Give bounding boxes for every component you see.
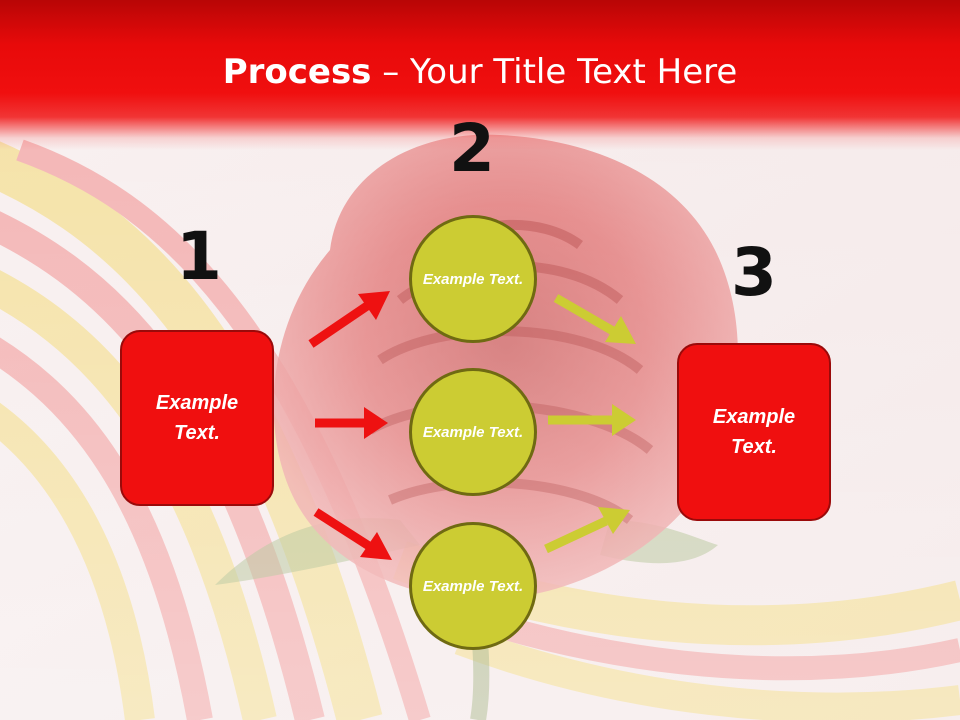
middle-circle-top-text: Example Text. [422,270,524,288]
output-box-text: Example Text. [712,406,796,458]
middle-circle-center-text: Example Text. [422,423,524,441]
red-arrow-down [313,508,392,560]
step-number-1: 1 [176,218,222,295]
input-box: Example Text. [120,330,274,506]
yellow-arrow-up [544,507,630,554]
middle-circle-center: Example Text. [409,368,537,496]
middle-circle-top: Example Text. [409,215,537,343]
title-rest: – Your Title Text Here [371,52,738,92]
step-number-3: 3 [731,234,777,311]
red-arrow-up [308,291,390,348]
slide-title: Process – Your Title Text Here [0,52,960,92]
input-box-text: Example Text. [155,392,239,444]
yellow-arrow-middle [548,404,636,436]
middle-circle-bottom-text: Example Text. [422,577,524,595]
middle-circle-bottom: Example Text. [409,522,537,650]
title-bold: Process [222,52,372,92]
output-box: Example Text. [677,343,831,521]
step-number-2: 2 [449,110,495,187]
yellow-arrow-down [553,294,636,344]
title-bar [0,0,960,150]
red-arrow-middle [315,407,388,439]
